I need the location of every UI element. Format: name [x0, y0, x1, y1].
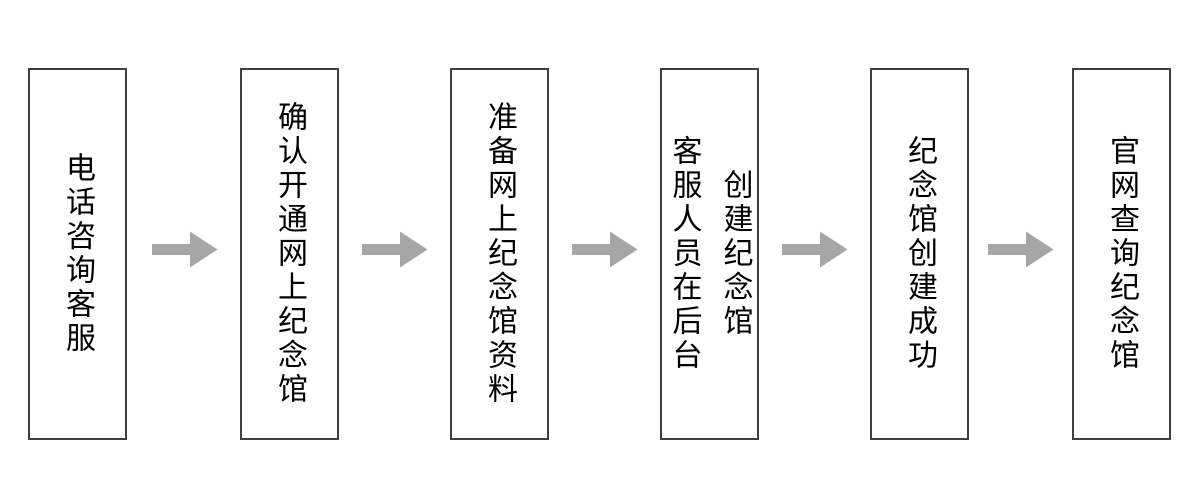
flow-step-6-label: 官网查询纪念馆 — [1105, 135, 1138, 373]
flow-step-5-label: 纪念馆创建成功 — [903, 135, 936, 373]
flow-step-2: 确认开通网上纪念馆 — [240, 68, 339, 440]
arrow-right-shape — [572, 231, 638, 268]
arrow-right-shape — [362, 231, 428, 268]
arrow-right-icon — [988, 231, 1054, 268]
flow-step-3-label: 准备网上纪念馆资料 — [483, 101, 516, 407]
arrow-right-shape — [988, 231, 1054, 268]
flow-step-2-label: 确认开通网上纪念馆 — [273, 101, 306, 407]
arrow-right-shape — [152, 231, 218, 268]
flow-step-6: 官网查询纪念馆 — [1072, 68, 1171, 440]
flow-step-1: 电话咨询客服 — [28, 68, 127, 440]
flow-step-5: 纪念馆创建成功 — [870, 68, 969, 440]
arrow-right-icon — [782, 231, 848, 268]
flow-step-4: 客服人员在后台 创建纪念馆 — [660, 68, 759, 440]
arrow-right-icon — [362, 231, 428, 268]
arrow-right-shape — [782, 231, 848, 268]
flow-step-1-label: 电话咨询客服 — [61, 152, 94, 356]
flow-step-4-label: 客服人员在后台 创建纪念馆 — [667, 135, 752, 373]
flow-step-3: 准备网上纪念馆资料 — [450, 68, 549, 440]
arrow-right-icon — [572, 231, 638, 268]
arrow-right-icon — [152, 231, 218, 268]
